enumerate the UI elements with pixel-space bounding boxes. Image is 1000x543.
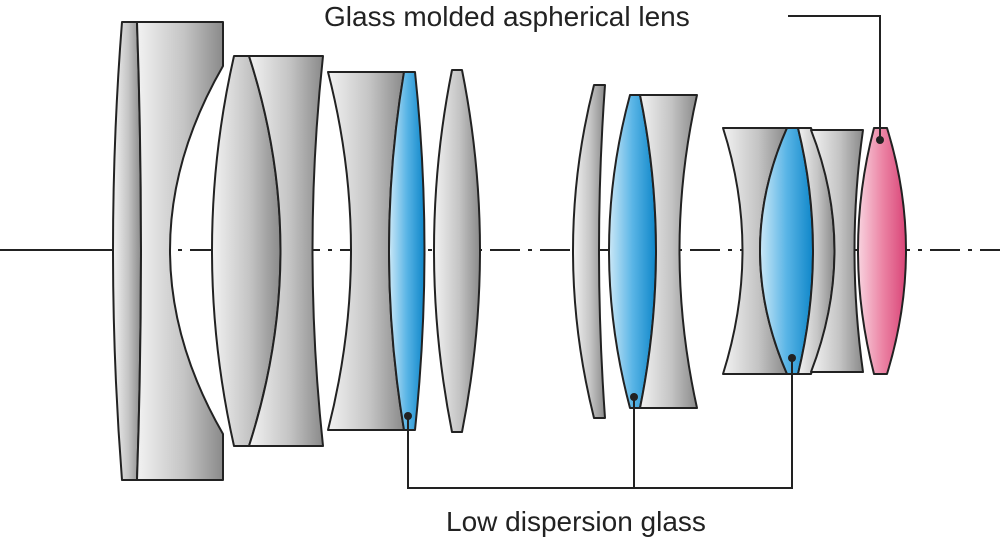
lens-element-7 (572, 84, 606, 419)
low-dispersion-glass-label: Low dispersion glass (446, 506, 706, 537)
aspherical-lens-label: Glass molded aspherical lens (324, 1, 690, 32)
low-dispersion-dot-1 (404, 412, 412, 420)
aspherical-leader-line (788, 15, 881, 140)
low-dispersion-leader-line (407, 358, 793, 489)
lens-element-4 (248, 55, 324, 447)
aspherical-leader-dot (876, 136, 884, 144)
aspherical-lens (857, 127, 907, 375)
lens-element-11 (810, 129, 864, 373)
lens-element-8 (639, 94, 698, 409)
low-dispersion-dot-3 (788, 354, 796, 362)
lens-element-1 (112, 21, 142, 481)
low-dispersion-dot-2 (630, 393, 638, 401)
lens-element-2 (136, 21, 224, 481)
lens-element-6 (433, 69, 481, 433)
low-dispersion-lens-1 (388, 71, 426, 431)
